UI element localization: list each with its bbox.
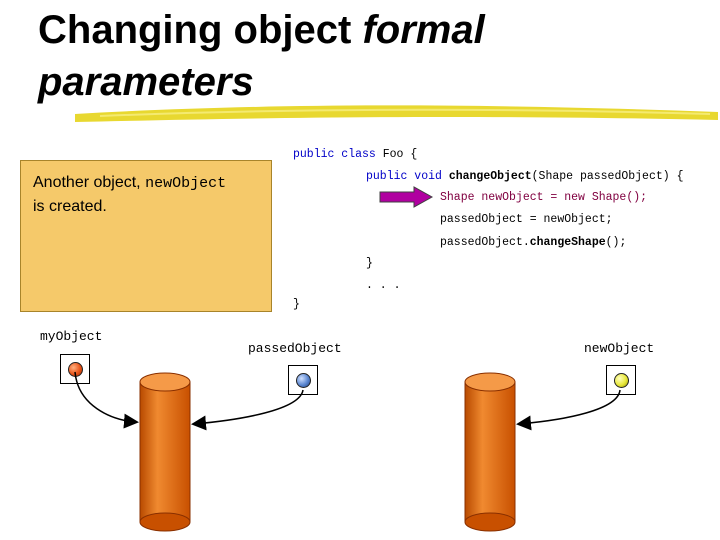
passedobject-reference-arrow: [194, 390, 303, 424]
shape-object-cylinder-1: [140, 373, 190, 531]
myobject-reference-arrow: [75, 372, 136, 422]
newobject-reference-arrow: [519, 390, 620, 424]
shape-object-cylinder-2: [465, 373, 515, 531]
